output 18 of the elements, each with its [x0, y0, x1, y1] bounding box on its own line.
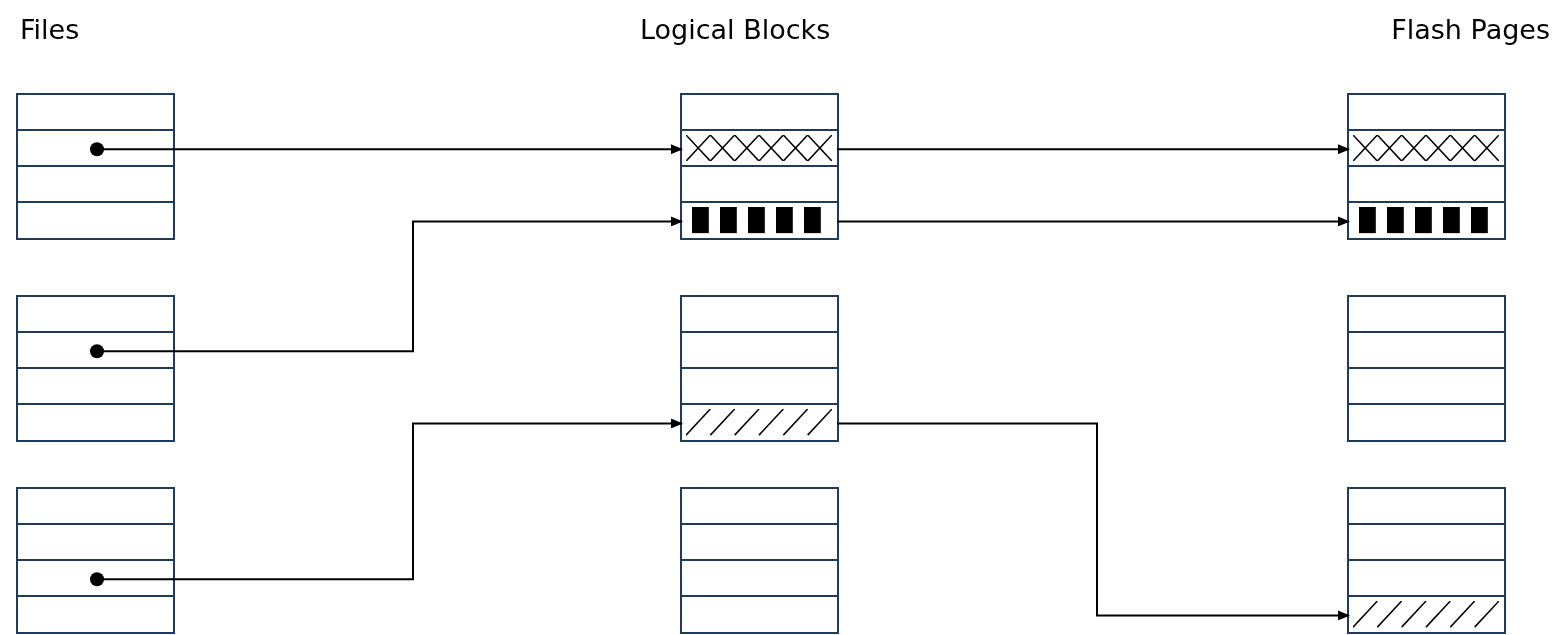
storage-block: [16, 295, 175, 442]
storage-block: [680, 487, 839, 634]
storage-block: [16, 487, 175, 634]
arrow: [90, 142, 683, 157]
storage-block: [16, 93, 175, 240]
arrow: [836, 216, 1350, 227]
arrow: [836, 144, 1350, 155]
column-heading: Flash Pages: [1391, 14, 1550, 45]
column-heading: Files: [20, 14, 80, 45]
arrow: [90, 216, 683, 359]
storage-block: [1347, 487, 1506, 634]
storage-block: [680, 93, 839, 240]
storage-block: [1347, 295, 1506, 442]
column-heading: Logical Blocks: [640, 14, 831, 45]
storage-block: [680, 295, 839, 442]
arrow: [90, 418, 683, 587]
storage-block: [1347, 93, 1506, 240]
arrow: [836, 422, 1350, 621]
